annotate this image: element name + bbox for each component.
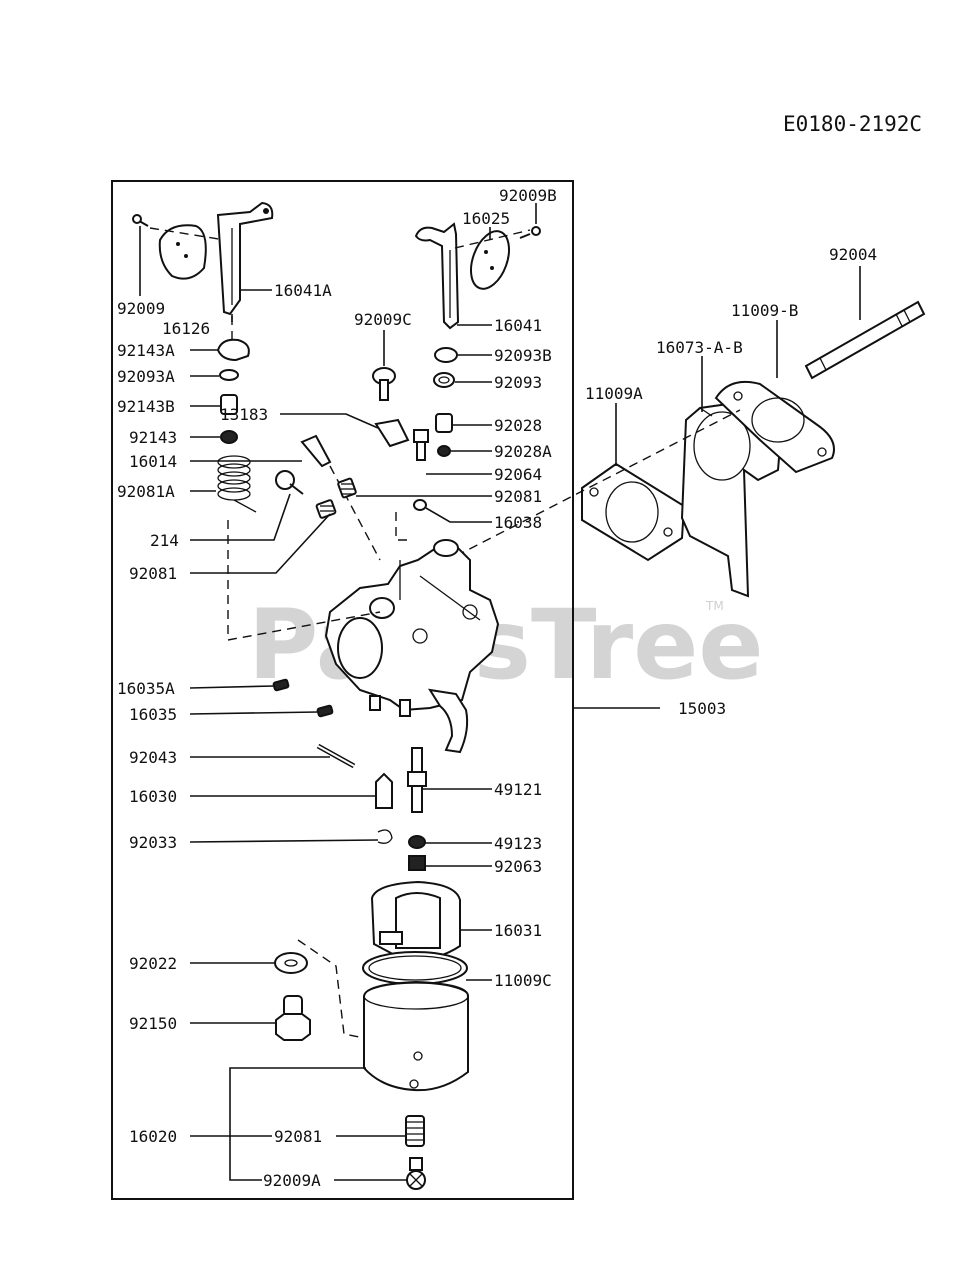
label-49123[interactable]: 49123 [494,834,542,853]
label-11009A[interactable]: 11009A [585,384,643,403]
collar-92143B-drawing [220,394,238,415]
label-92063[interactable]: 92063 [494,857,542,876]
jet-49121-drawing [407,747,427,813]
label-92143A[interactable]: 92143A [117,341,175,360]
needle-16030-drawing [375,772,393,809]
label-15003[interactable]: 15003 [678,699,726,718]
screw-92009-drawing [132,214,149,227]
spring-92081-bottom-drawing [405,1115,425,1147]
alignment-line-gaskets [455,409,741,557]
label-92081-bottom[interactable]: 92081 [274,1127,322,1146]
label-49121[interactable]: 49121 [494,780,542,799]
label-92009A[interactable]: 92009A [263,1171,321,1190]
bolt-92150-drawing [275,995,311,1041]
label-16030[interactable]: 16030 [129,787,177,806]
screw-16035-drawing [316,704,334,718]
alignment-line-body-top [395,512,410,541]
seal-92143-drawing [220,430,238,444]
label-92043[interactable]: 92043 [129,748,177,767]
screw-214-drawing [275,470,304,495]
choke-shaft-16041A-drawing [216,201,274,316]
alignment-line-bowl [297,939,365,1039]
label-92143[interactable]: 92143 [129,428,177,447]
label-16126[interactable]: 16126 [162,319,210,338]
label-16073-A-B[interactable]: 16073-A-B [656,338,743,357]
float-16031-drawing [370,880,461,962]
label-16025[interactable]: 16025 [462,209,510,228]
seal-92028A-drawing [437,445,451,457]
spring-92081-upper-drawing [337,477,357,499]
label-16041[interactable]: 16041 [494,316,542,335]
label-92081A[interactable]: 92081A [117,482,175,501]
throttle-shaft-16041-drawing [414,222,460,330]
watermark-text: PartsTree [248,589,763,701]
bracket-13183-drawing [374,418,410,448]
throttle-plate-16025-drawing [454,229,531,290]
screw-16035A-drawing [272,678,290,692]
leader-lines [139,203,861,1181]
lever-92143A-drawing [216,316,250,362]
label-92004[interactable]: 92004 [829,245,877,264]
label-11009-B[interactable]: 11009-B [731,301,798,320]
label-92093B[interactable]: 92093B [494,346,552,365]
label-16020[interactable]: 16020 [129,1127,177,1146]
watermark-trademark: TM [705,599,724,613]
gasket-11009C-drawing [362,951,468,985]
plug-16038-drawing [413,499,427,511]
label-92022[interactable]: 92022 [129,954,177,973]
label-92028A[interactable]: 92028A [494,442,552,461]
washer-92093A-drawing [219,369,239,381]
label-13183[interactable]: 13183 [220,405,268,424]
label-92064[interactable]: 92064 [494,465,542,484]
diagram-code: E0180-2192C [783,112,922,136]
label-92009C[interactable]: 92009C [354,310,412,329]
label-92081-left[interactable]: 92081 [129,564,177,583]
washer-92022-drawing [274,952,308,974]
choke-plate-16126-drawing [149,224,226,280]
screw-92009C-drawing [372,367,396,401]
clip-92033-drawing [377,829,393,844]
carburetor-body-drawing [324,539,500,754]
seal-92093-drawing [433,372,455,388]
gasket-11009B-drawing [714,380,835,474]
label-16035A[interactable]: 16035A [117,679,175,698]
stud-92004-drawing [804,300,926,380]
carburetor-assembly-frame [111,180,574,1200]
label-92009B[interactable]: 92009B [499,186,557,205]
bushing-92028-drawing [435,413,453,433]
gasket-11009A-drawing [581,462,686,562]
label-92033[interactable]: 92033 [129,833,177,852]
label-92009[interactable]: 92009 [117,299,165,318]
label-92093[interactable]: 92093 [494,373,542,392]
label-92028[interactable]: 92028 [494,416,542,435]
float-bowl-16020-drawing [363,980,469,1092]
label-16035[interactable]: 16035 [129,705,177,724]
screw-92009A-drawing [406,1157,426,1190]
label-92081-upper[interactable]: 92081 [494,487,542,506]
alignment-line-body-left [227,611,381,641]
label-11009C[interactable]: 11009C [494,971,552,990]
label-16014[interactable]: 16014 [129,452,177,471]
gasket-92063-drawing [408,855,426,871]
label-92093A[interactable]: 92093A [117,367,175,386]
screw-16014-drawing [300,434,381,561]
spring-92081A-drawing [217,455,257,513]
label-214[interactable]: 214 [150,531,179,550]
label-16038[interactable]: 16038 [494,513,542,532]
fitting-92064-drawing [413,429,429,461]
washer-92093B-drawing [434,347,458,363]
label-16031[interactable]: 16031 [494,921,542,940]
label-92143B[interactable]: 92143B [117,397,175,416]
spring-92081-left-drawing [315,499,337,519]
label-16041A[interactable]: 16041A [274,281,332,300]
screw-92009B-drawing [519,226,541,239]
jet-49123-drawing [408,835,426,849]
label-92150[interactable]: 92150 [129,1014,177,1033]
